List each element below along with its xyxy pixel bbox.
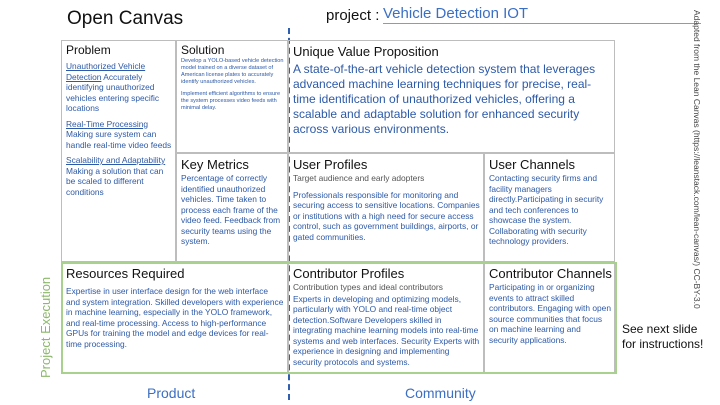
uvp-heading: Unique Value Proposition <box>293 44 439 59</box>
problem-item: Unauthorized Vehicle Detection Accuratel… <box>66 61 172 114</box>
problem-item-link[interactable]: Scalability and Adaptability <box>66 155 166 165</box>
problem-heading: Problem <box>66 43 111 57</box>
contributor-profiles-text: Experts in developing and optimizing mod… <box>293 293 480 367</box>
solution-heading: Solution <box>181 43 225 57</box>
resources-heading: Resources Required <box>66 266 185 281</box>
project-execution-frame <box>61 262 617 374</box>
project-label: project : <box>326 7 380 24</box>
user-profiles-box: User Profiles Target audience and early … <box>288 153 484 262</box>
user-profiles-heading: User Profiles <box>293 157 368 172</box>
contributor-profiles-heading: Contributor Profiles <box>293 266 405 281</box>
key-metrics-box: Key Metrics Percentage of correctly iden… <box>176 153 288 262</box>
problem-item-text: Accurately identifying unauthorized vehi… <box>66 71 160 114</box>
key-metrics-text: Percentage of correctly identified unaut… <box>181 173 281 246</box>
problem-box: Problem Unauthorized Vehicle Detection A… <box>61 40 176 262</box>
user-channels-text: Contacting security firms and facility m… <box>489 173 604 246</box>
product-community-divider <box>288 28 290 400</box>
instructions-note: See next slide for instructions! <box>622 322 704 351</box>
user-profiles-text: Professionals responsible for monitoring… <box>293 189 480 242</box>
problem-item-text: Making sure system can handle real-time … <box>66 129 172 150</box>
contributor-profiles-subtitle: Contribution types and ideal contributor… <box>293 282 443 292</box>
key-metrics-heading: Key Metrics <box>181 157 249 172</box>
contributor-profiles-box: Contributor Profiles Contribution types … <box>288 262 484 374</box>
canvas-title: Open Canvas <box>67 8 184 29</box>
community-label: Community <box>405 385 476 401</box>
user-channels-heading: User Channels <box>489 157 575 172</box>
problem-item-link[interactable]: Real-Time Processing <box>66 118 149 129</box>
contributor-channels-text: Participating in or organizing events to… <box>489 282 611 345</box>
solution-text: Implement efficient algorithms to ensure… <box>181 91 281 111</box>
solution-text: Develop a YOLO-based vehicle detection m… <box>181 58 284 85</box>
contributor-channels-heading: Contributor Channels <box>489 266 612 281</box>
project-execution-label: Project Execution <box>38 276 53 378</box>
problem-item-text: Making a solution that can be scaled to … <box>66 165 164 197</box>
user-channels-box: User Channels Contacting security firms … <box>484 153 615 262</box>
problem-item: Real-Time Processing Making sure system … <box>66 119 172 151</box>
product-label: Product <box>147 385 196 401</box>
uvp-box: Unique Value Proposition A state-of-the-… <box>288 40 615 153</box>
user-profiles-subtitle: Target audience and early adopters <box>293 173 425 183</box>
project-name-field[interactable]: Vehicle Detection IOT <box>383 5 701 24</box>
resources-text: Expertise in user interface design for t… <box>66 286 284 349</box>
problem-item: Scalability and Adaptability Making a so… <box>66 155 172 197</box>
problem-item-link[interactable]: Unauthorized Vehicle Detection <box>66 61 146 82</box>
solution-box: Solution Develop a YOLO-based vehicle de… <box>176 40 288 153</box>
uvp-text: A state-of-the-art vehicle detection sys… <box>293 62 596 136</box>
